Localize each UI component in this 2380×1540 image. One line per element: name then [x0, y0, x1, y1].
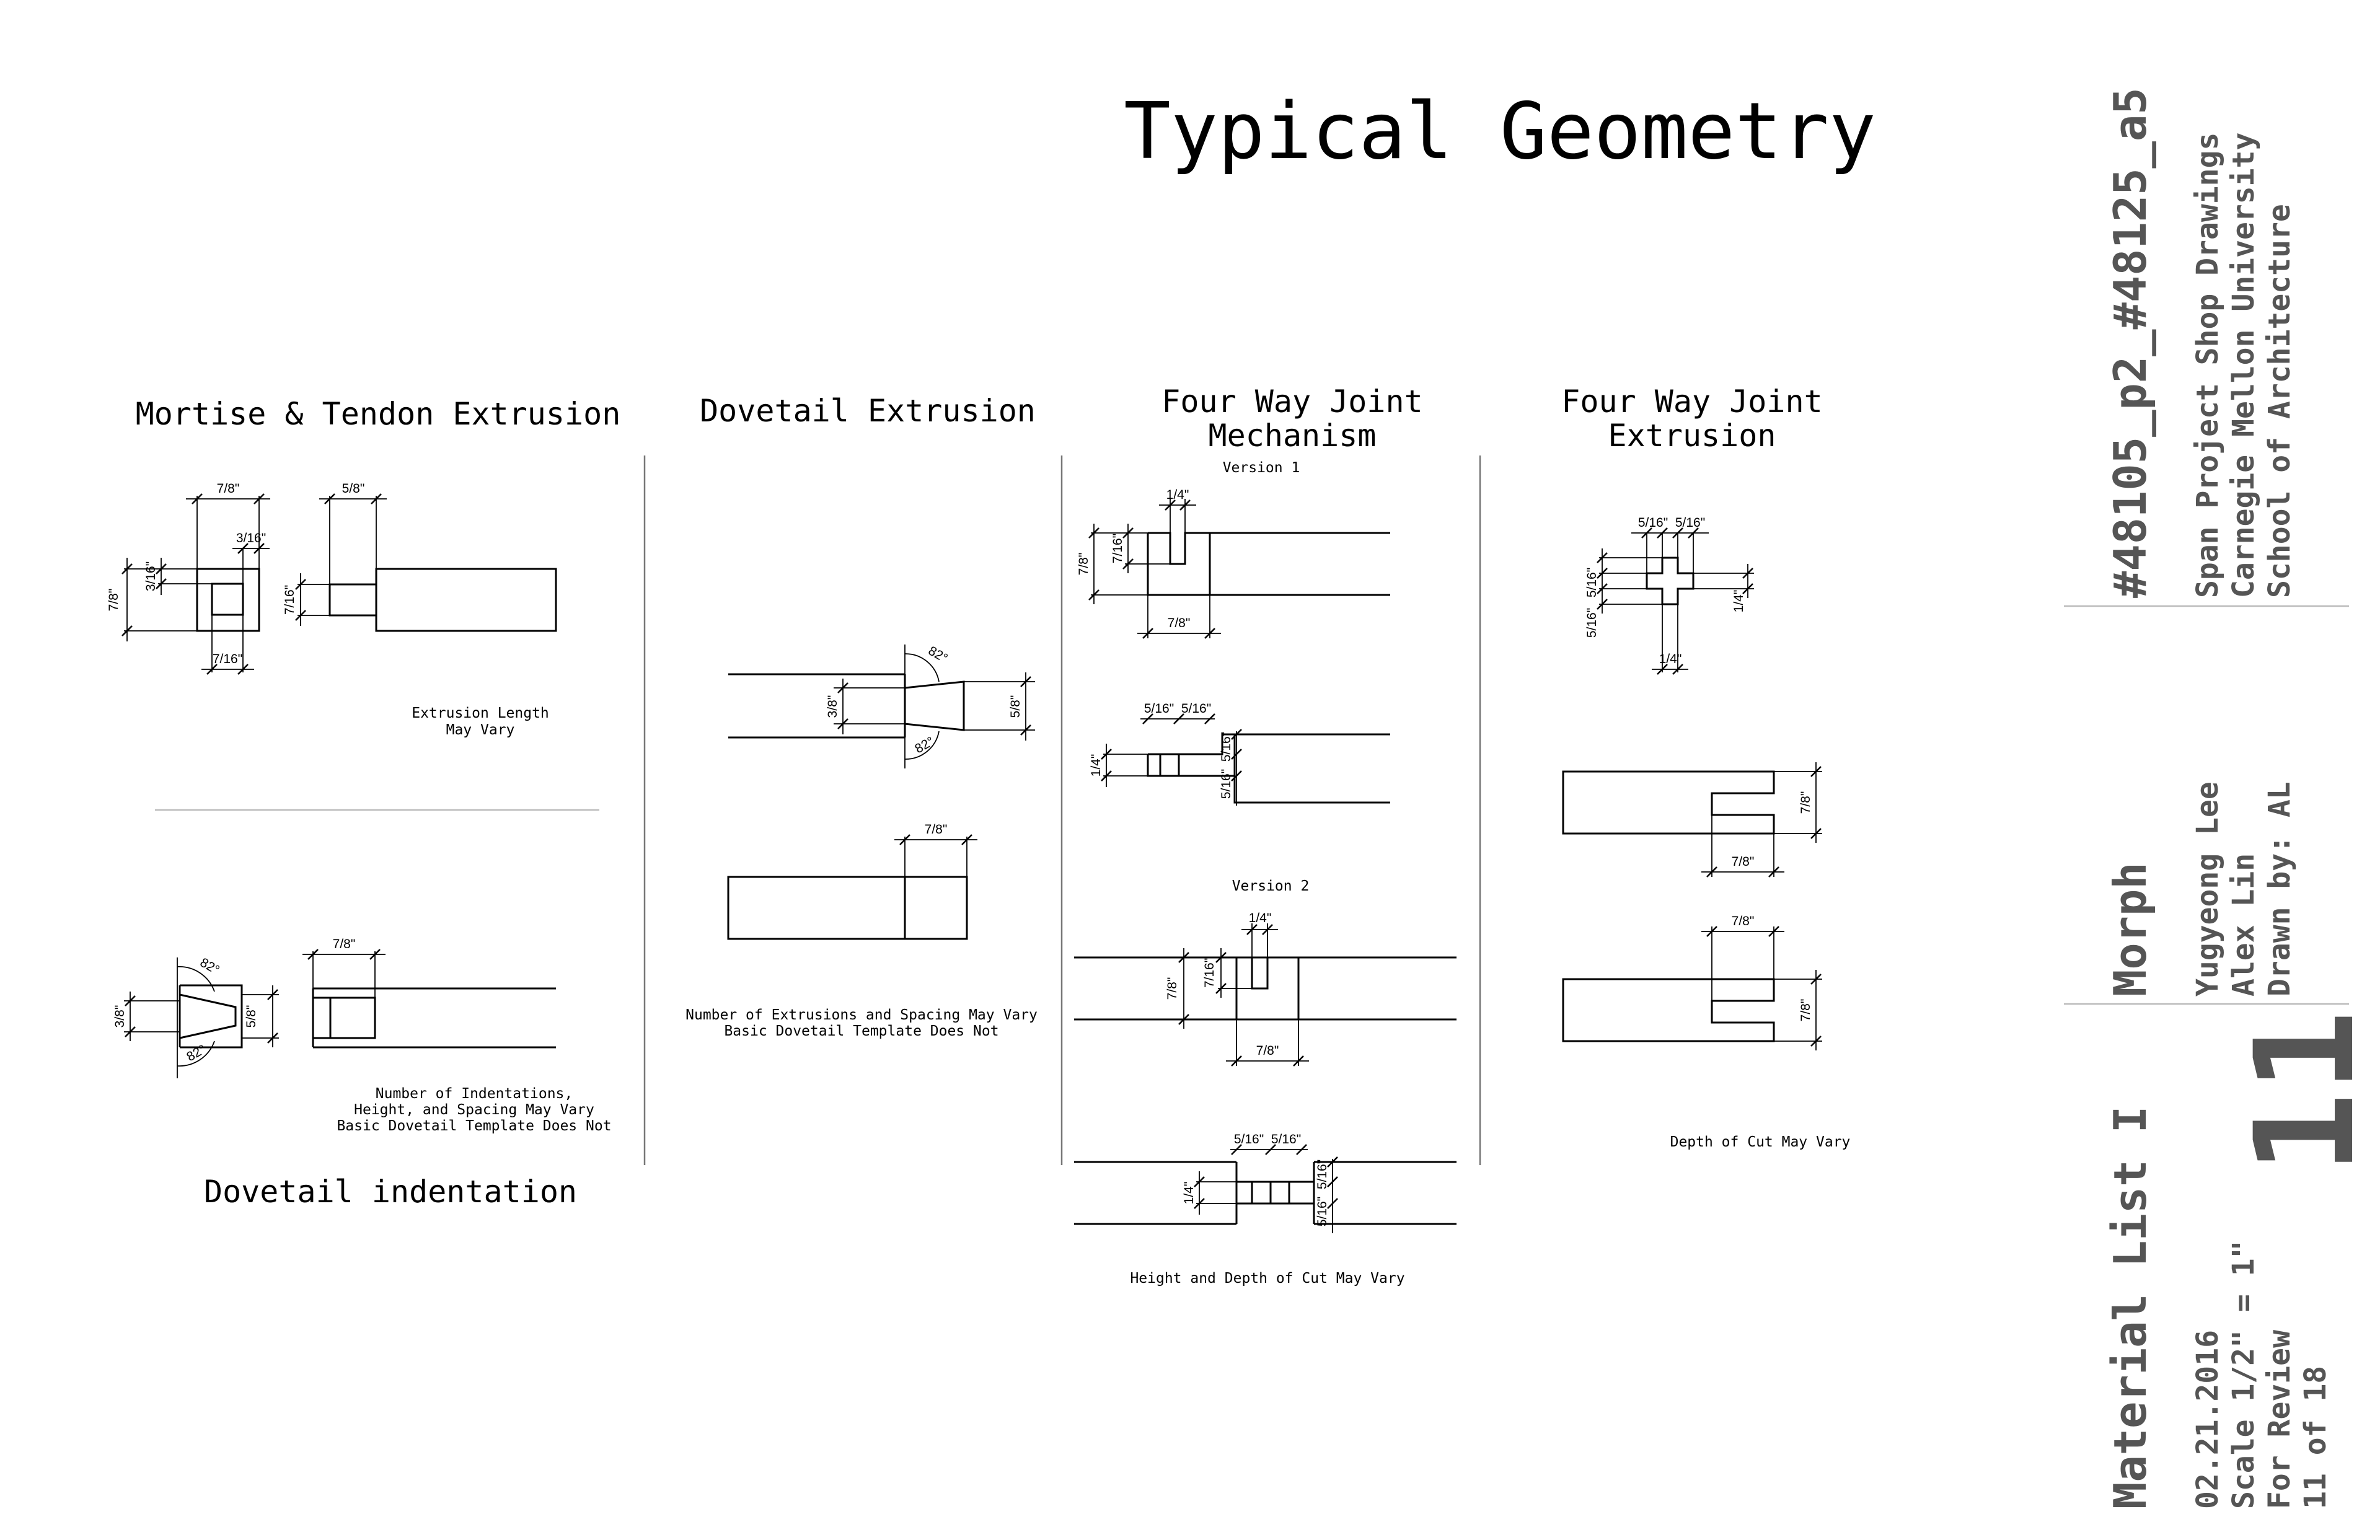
info-line-1: 02.21.2016 [2190, 1330, 2225, 1509]
mortise-note-2: May Vary [446, 722, 515, 738]
mech-v1-a: 5/16" [1144, 702, 1174, 716]
four-way-extrusion-title-2: Extrusion [1608, 418, 1776, 454]
dovetail-note-1: Number of Extrusions and Spacing May Var… [685, 1007, 1038, 1023]
people-line-1: Yugyeong Lee [2190, 781, 2225, 997]
dovetail-dim-angle-bottom: 82° [912, 734, 937, 756]
indentation-dim-length: 7/8" [333, 937, 356, 951]
ext-a-height: 7/8" [1799, 791, 1813, 814]
section-dividers [155, 455, 1481, 1165]
four-way-extrusion-drawing [1562, 527, 1822, 1050]
dovetail-extrusion-drawing [727, 645, 1035, 940]
indentation-note-1: Number of Indentations, [376, 1086, 573, 1102]
sheet-title: Material List I [2104, 1106, 2156, 1509]
dovetail-extrusion-title: Dovetail Extrusion [700, 393, 1036, 429]
mech-v1-height: 7/8" [1077, 553, 1091, 576]
mech-v2-d: 5/16" [1315, 1197, 1329, 1226]
mech-v1-slot: 1/4" [1166, 488, 1189, 502]
mech-v1-c: 5/16" [1219, 732, 1233, 762]
indentation-note-3: Basic Dovetail Template Does Not [337, 1118, 611, 1134]
indentation-dim-left: 3/8" [113, 1005, 127, 1028]
ext-b-width: 7/8" [1732, 914, 1755, 928]
ext-dim-a: 5/16" [1638, 516, 1668, 530]
project-line-3: School of Architecture [2262, 204, 2297, 598]
dovetail-dim-right: 5/8" [1008, 695, 1023, 718]
ext-dim-e: 1/4" [1732, 590, 1746, 613]
people-line-2: Alex Lin [2226, 853, 2261, 997]
ext-dim-f: 1/4" [1659, 652, 1682, 666]
page-title: Typical Geometry [1124, 86, 1876, 177]
ext-b-height: 7/8" [1799, 999, 1813, 1022]
title-block [2064, 605, 2349, 1005]
four-way-extrusion-title-1: Four Way Joint [1561, 384, 1822, 420]
mech-v2-slot: 1/4" [1249, 911, 1272, 925]
dovetail-note-2: Basic Dovetail Template Does Not [724, 1023, 998, 1039]
version-2-label: Version 2 [1232, 878, 1310, 894]
dovetail-dim-left: 3/8" [826, 695, 840, 718]
mech-v2-depth: 7/16" [1202, 958, 1217, 988]
dovetail-indentation-title: Dovetail indentation [204, 1174, 577, 1210]
dovetail-indentation-drawing [124, 949, 556, 1078]
four-way-mechanism-title-1: Four Way Joint [1161, 384, 1422, 420]
mech-v1-d: 5/16" [1219, 769, 1233, 799]
people-line-3: Drawn by: AL [2262, 781, 2297, 997]
mech-v2-a: 5/16" [1234, 1132, 1264, 1146]
project-number: #48105_p2_#48125_a5 [2104, 87, 2156, 598]
mech-v1-width: 7/8" [1168, 616, 1191, 630]
mortise-dim-inner: 3/16" [236, 531, 266, 545]
indentation-dim-angle-bottom: 82° [184, 1042, 208, 1064]
info-line-2: Scale 1/2" = 1" [2226, 1241, 2261, 1509]
indentation-dim-right: 5/8" [244, 1005, 258, 1028]
ext-dim-b: 5/16" [1675, 516, 1705, 530]
mortise-note-1: Extrusion Length [412, 705, 549, 721]
project-line-2: Carnegie Mellon University [2226, 133, 2261, 598]
dovetail-dim-length: 7/8" [925, 822, 948, 837]
mortise-dim-bottom: 7/16" [213, 652, 242, 666]
project-line-1: Span Project Shop Drawings [2190, 133, 2225, 598]
four-way-mechanism-title-2: Mechanism [1209, 418, 1377, 454]
mech-v1-b: 5/16" [1181, 702, 1211, 716]
mechanism-note: Height and Depth of Cut May Vary [1130, 1270, 1404, 1287]
extrusion-note: Depth of Cut May Vary [1670, 1134, 1851, 1150]
dovetail-dim-angle-top: 82° [926, 643, 950, 666]
mech-v1-e: 1/4" [1089, 754, 1103, 777]
mortise-dim-tenon-height: 7/16" [283, 585, 297, 615]
mech-v2-b: 5/16" [1271, 1132, 1301, 1146]
info-line-4: 11 of 18 [2298, 1366, 2333, 1509]
sheet-number: 11 [2226, 1010, 2380, 1174]
ext-a-width: 7/8" [1732, 855, 1755, 869]
mech-v2-height: 7/8" [1165, 977, 1179, 1000]
mech-v2-width: 7/8" [1256, 1044, 1279, 1058]
ext-dim-c: 5/16" [1585, 568, 1599, 597]
info-line-3: For Review [2262, 1330, 2297, 1509]
mech-v2-e: 1/4" [1182, 1182, 1196, 1205]
mortise-dim-tenon: 5/8" [342, 482, 365, 496]
mortise-tendon-drawing [121, 493, 557, 675]
ext-dim-d: 5/16" [1585, 608, 1599, 638]
mortise-dim-top: 7/8" [217, 482, 240, 496]
mortise-dim-left-inner: 3/16" [144, 561, 158, 591]
mortise-dim-height: 7/8" [107, 589, 121, 612]
team-name: Morph [2104, 862, 2156, 997]
four-way-mechanism-drawing [1074, 499, 1457, 1233]
version-1-label: Version 1 [1223, 460, 1300, 476]
mech-v2-c: 5/16" [1315, 1159, 1329, 1189]
indentation-note-2: Height, and Spacing May Vary [354, 1102, 594, 1118]
mech-v1-depth: 7/16" [1111, 534, 1125, 563]
mortise-title: Mortise & Tendon Extrusion [136, 396, 621, 432]
